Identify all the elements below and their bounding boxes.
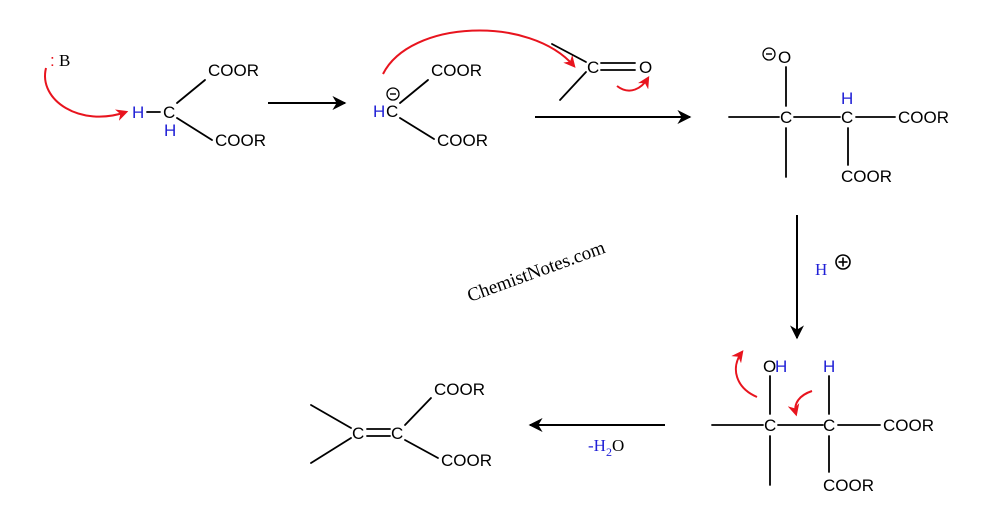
positive-charge-icon xyxy=(835,254,851,270)
adduct4-coor-down: COOR xyxy=(823,476,874,495)
carbanion-coor-lower-bond xyxy=(399,117,435,140)
hydroxy-adduct: O H C H C COOR COOR xyxy=(711,357,934,495)
carbanion-coor-upper-bond xyxy=(399,79,429,104)
carbanion: H C COOR COOR xyxy=(373,61,488,150)
alkoxide-charge-icon xyxy=(762,47,776,61)
carbanion-h-label: H xyxy=(373,102,385,121)
carbanion-coor-lower: COOR xyxy=(437,131,488,150)
carbonyl-compound: C O xyxy=(551,43,652,101)
minus-h-part: -H xyxy=(588,436,606,455)
alpha-carbon: C xyxy=(841,108,853,127)
product-left-carbon: C xyxy=(352,424,364,443)
product-coor-lower-bond xyxy=(404,439,439,459)
base-label: B xyxy=(59,51,70,70)
coor-lower: COOR xyxy=(215,131,266,150)
o-part: O xyxy=(612,436,624,455)
adduct4-carbinol-carbon: C xyxy=(764,416,776,435)
hydroxyl-hydrogen: H xyxy=(775,357,787,376)
carbanion-carbon: C xyxy=(386,102,398,121)
product-coor-upper-bond xyxy=(404,397,432,426)
carbonyl-oxygen: O xyxy=(639,58,652,77)
c-coor-lower-bond xyxy=(176,117,213,141)
hydroxyl-oxygen: O xyxy=(763,357,776,376)
product-right-carbon: C xyxy=(391,424,403,443)
adduct-coor-down: COOR xyxy=(841,167,892,186)
carbonyl-upper-substituent xyxy=(551,43,587,63)
base: : B xyxy=(50,51,70,70)
adduct-h-label: H xyxy=(841,89,853,108)
adduct4-coor-right: COOR xyxy=(883,416,934,435)
carbonyl-electron-shift-arrow xyxy=(616,75,650,92)
carbonyl-carbon: C xyxy=(587,58,599,77)
alkene-product: C C COOR COOR xyxy=(310,380,492,470)
ch-bond-curly-arrow xyxy=(787,390,813,417)
negative-charge-icon xyxy=(386,87,400,101)
adduct4-alpha-carbon: C xyxy=(823,416,835,435)
watermark: ChemistNotes.com xyxy=(465,237,609,306)
minus-h-text: -H2O xyxy=(588,436,624,459)
second-h-label: H xyxy=(164,121,176,140)
proton-reagent: H xyxy=(815,254,851,279)
product-coor-upper: COOR xyxy=(434,380,485,399)
subscript-2: 2 xyxy=(606,445,612,459)
central-carbon: C xyxy=(163,103,175,122)
product-lower-left-bond xyxy=(310,437,352,464)
nucleophilic-attack-curly-arrow xyxy=(382,29,576,75)
alkoxide-oxygen: O xyxy=(778,48,791,67)
carbinol-carbon: C xyxy=(780,108,792,127)
coor-upper: COOR xyxy=(208,61,259,80)
carbonyl-lower-substituent xyxy=(559,71,587,101)
malonate-ester: H C H COOR COOR xyxy=(132,61,266,150)
alkoxide-adduct: O C H C COOR COOR xyxy=(728,47,949,186)
deprotonation-curly-arrow xyxy=(44,67,129,121)
product-upper-left-bond xyxy=(310,404,352,429)
proton-label: H xyxy=(815,260,827,279)
oh-leaving-curly-arrow xyxy=(731,350,758,398)
product-coor-lower: COOR xyxy=(441,451,492,470)
adduct-coor-right: COOR xyxy=(898,108,949,127)
c-coor-upper-bond xyxy=(176,79,206,104)
base-lone-pair: : xyxy=(50,51,55,70)
adduct4-h-label: H xyxy=(823,357,835,376)
carbanion-coor-upper: COOR xyxy=(431,61,482,80)
alpha-h-label: H xyxy=(132,103,144,122)
water-loss-label: -H2O xyxy=(588,436,624,459)
